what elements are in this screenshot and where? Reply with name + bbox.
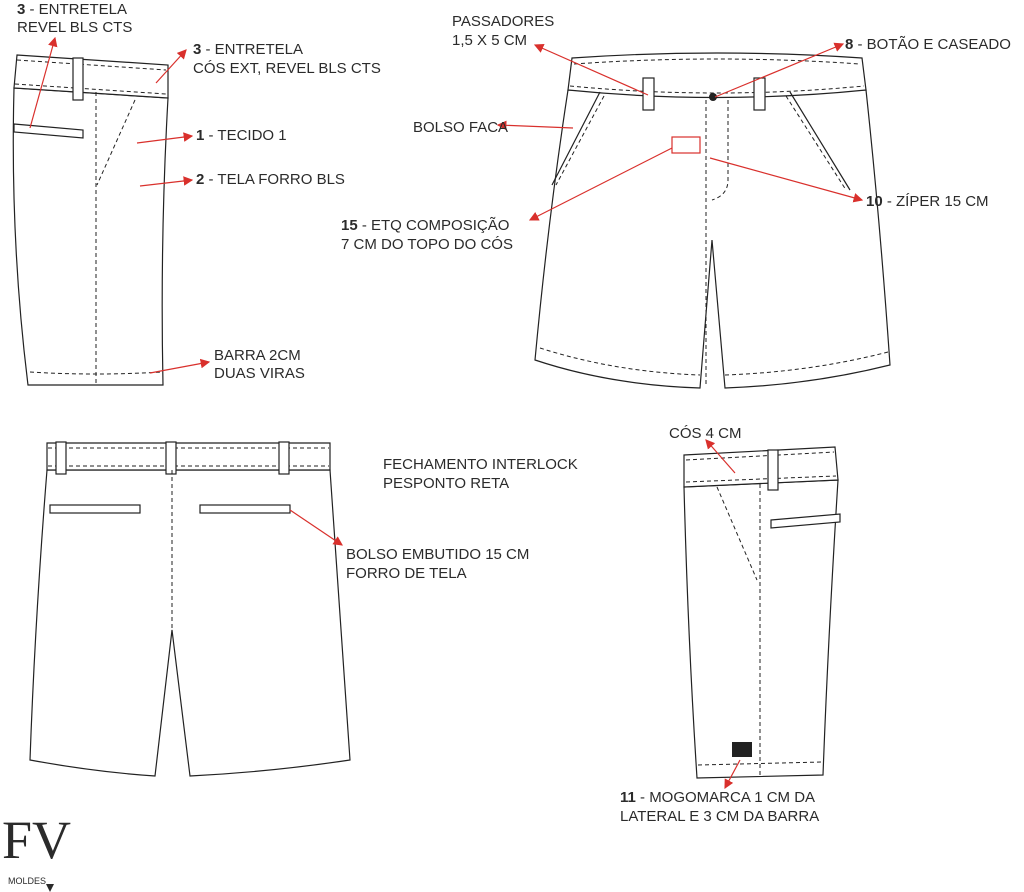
logo-sub: MOLDES <box>8 876 46 886</box>
belt-loop <box>767 449 779 491</box>
belt-loop <box>55 441 67 475</box>
label-cos: CÓS 4 CM <box>669 425 742 442</box>
logo-mark: FV <box>2 810 71 870</box>
belt-loop <box>642 77 655 111</box>
button <box>709 93 717 101</box>
belt-loop <box>278 441 290 475</box>
label-bolso-faca: BOLSO FACA <box>413 119 508 136</box>
label-botao: 8 - BOTÃO E CASEADO <box>845 36 1011 53</box>
back-pocket <box>49 504 141 514</box>
back-pocket <box>199 504 291 514</box>
logo: FV MOLDES <box>2 810 71 892</box>
side-view-shorts-2 <box>683 446 841 779</box>
back-view-shorts <box>29 441 351 777</box>
label-tela-forro: 2 - TELA FORRO BLS <box>196 171 345 188</box>
front-view-shorts <box>534 52 891 389</box>
belt-loop <box>72 57 84 101</box>
brand-patch <box>732 742 752 757</box>
callout-arrows <box>29 36 864 790</box>
label-position <box>671 136 701 154</box>
belt-loop <box>753 77 766 111</box>
side-view-shorts-1 <box>12 54 169 386</box>
label-ziper: 10 - ZÍPER 15 CM <box>866 193 989 210</box>
label-tecido: 1 - TECIDO 1 <box>196 127 287 144</box>
belt-loop <box>165 441 177 475</box>
